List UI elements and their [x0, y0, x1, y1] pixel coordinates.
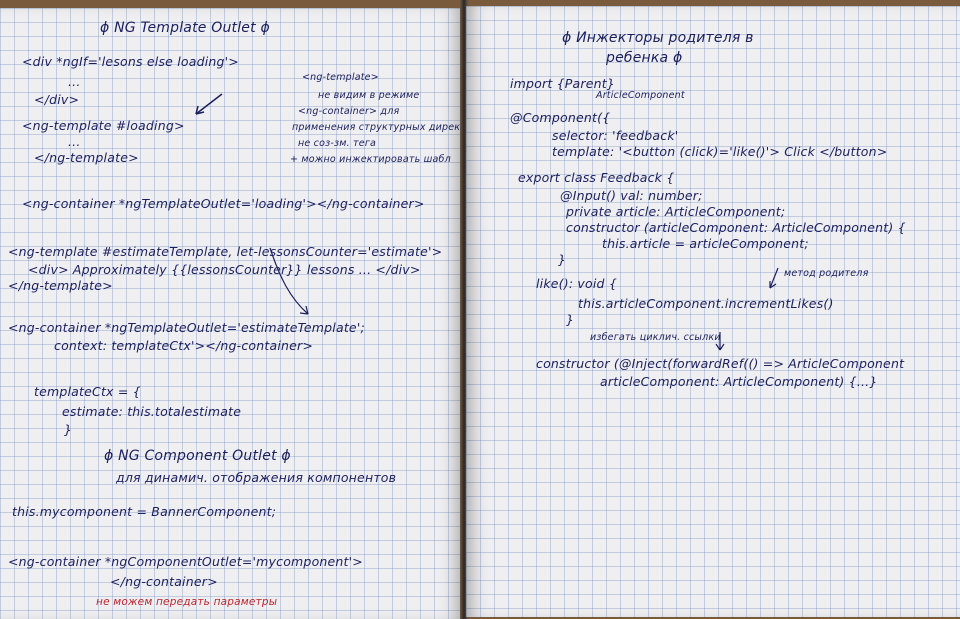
- line-constructor: constructor (articleComponent: ArticleCo…: [566, 220, 906, 235]
- line-close-ng-container: </ng-container>: [110, 574, 218, 589]
- line-close-ng-template-2: </ng-template>: [8, 278, 113, 293]
- arrowhead-loading: [195, 105, 205, 115]
- right-page-title-2: ребенка ϕ: [606, 50, 683, 66]
- line-close-div: </div>: [34, 92, 80, 107]
- line-export-class: export class Feedback {: [518, 170, 675, 185]
- line-close-brace-r1: }: [558, 252, 567, 267]
- line-ng-component-outlet: <ng-container *ngComponentOutlet='mycomp…: [8, 554, 363, 569]
- note-not-visible: не видим в режиме: [318, 90, 420, 101]
- line-close-brace: }: [64, 422, 73, 437]
- left-page-subtitle: ϕ NG Component Outlet ϕ: [104, 448, 291, 464]
- line-private-article: private article: ArticleComponent;: [566, 204, 786, 219]
- red-note-no-params: не можем передать параметры: [96, 596, 278, 608]
- line-close-brace-r2: }: [566, 312, 575, 327]
- line-ng-container-estimate: <ng-container *ngTemplateOutlet='estimat…: [8, 320, 365, 335]
- note-avoid-circular: избегать циклич. ссылки: [590, 332, 721, 343]
- arrowhead-inject: [715, 343, 725, 351]
- arrowhead-increment: [769, 281, 777, 289]
- line-template-ctx: templateCtx = {: [34, 384, 141, 399]
- line-ng-template-estimate: <ng-template #estimateTemplate, let-less…: [8, 244, 443, 259]
- note-ng-template: <ng-template>: [302, 72, 379, 83]
- line-estimate: estimate: this.totalestimate: [62, 404, 242, 419]
- line-increment-likes: this.articleComponent.incrementLikes(): [578, 296, 834, 311]
- line-input-val: @Input() val: number;: [560, 188, 703, 203]
- line-ng-container-loading: <ng-container *ngTemplateOutlet='loading…: [22, 196, 425, 211]
- line-component-decorator: @Component({: [510, 110, 611, 125]
- right-page: ϕ Инжекторы родителя в ребенка ϕ import …: [466, 6, 960, 617]
- notebook-spine: [460, 0, 468, 619]
- note-no-tag: не соз-зм. тега: [298, 138, 377, 149]
- line-div-approximately: <div> Approximately {{lessonsCounter}} l…: [28, 262, 421, 277]
- line-like-method: like(): void {: [536, 276, 617, 291]
- note-parent-method: метод родителя: [784, 268, 869, 279]
- line-article-component-param: articleComponent: ArticleComponent) {...…: [600, 374, 878, 389]
- arrow-to-increment: [769, 267, 779, 289]
- left-page-title: ϕ NG Template Outlet ϕ: [100, 20, 270, 36]
- line-import-parent: import {Parent}: [510, 76, 616, 91]
- line-dynamic-components: для динамич. отображения компонентов: [116, 470, 397, 485]
- right-page-title: ϕ Инжекторы родителя в: [562, 30, 754, 46]
- line-constructor-inject: constructor (@Inject(forwardRef(() => Ar…: [536, 356, 905, 371]
- line-ng-template-loading: <ng-template #loading>: [22, 118, 185, 133]
- right-arrow-annotations: [715, 267, 779, 351]
- line-this-article: this.article = articleComponent;: [602, 236, 809, 251]
- line-ellipsis: ...: [68, 74, 81, 89]
- note-ng-container: <ng-container> для: [298, 106, 400, 117]
- line-close-ng-template: </ng-template>: [34, 150, 139, 165]
- note-inject-template: + можно инжектировать шабл: [290, 154, 451, 165]
- line-selector: selector: 'feedback': [552, 128, 679, 143]
- arrowhead-estimate: [299, 305, 309, 315]
- line-ngif-div: <div *ngIf='lesons else loading'>: [22, 54, 239, 69]
- arrow-to-loading: [195, 93, 223, 115]
- line-context: context: templateCtx'></ng-container>: [54, 338, 314, 353]
- line-template: template: '<button (click)='like()'> Cli…: [552, 144, 888, 159]
- line-ellipsis-2: ...: [68, 134, 81, 149]
- line-article-component: ArticleComponent: [596, 90, 685, 101]
- note-structural-directives: применения структурных дирек: [292, 122, 461, 133]
- line-this-mycomponent: this.mycomponent = BannerComponent;: [12, 504, 277, 519]
- left-page: ϕ NG Template Outlet ϕ <div *ngIf='leson…: [0, 8, 462, 619]
